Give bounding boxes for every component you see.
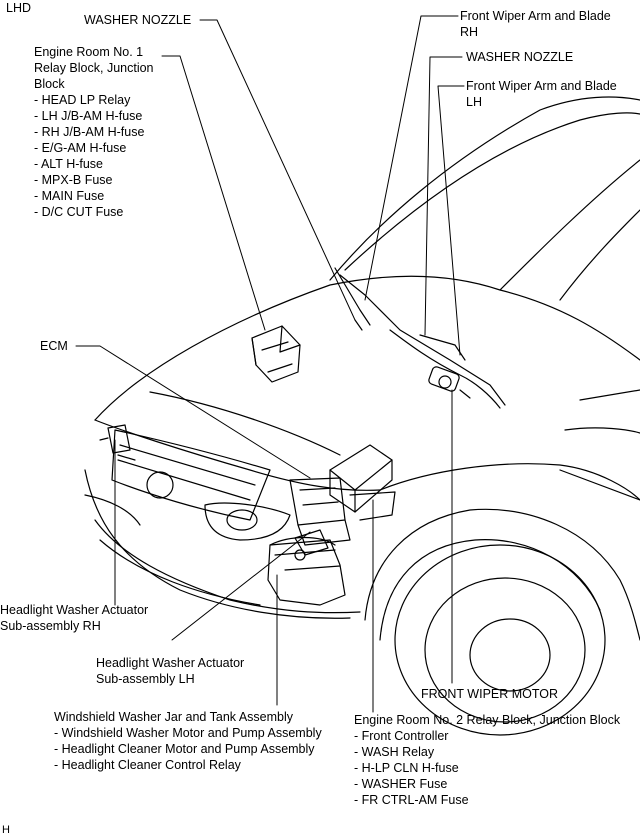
label-wiper-arm-lh: Front Wiper Arm and Blade LH — [466, 78, 617, 110]
label-ecm: ECM — [40, 339, 68, 353]
label-relay-block-2: Engine Room No. 2 Relay Block, Junction … — [354, 712, 620, 808]
label-wiper-arm-lh-line2: LH — [466, 95, 482, 109]
washer-jar-item: - Headlight Cleaner Control Relay — [54, 758, 241, 772]
relay-block-1-item: - MPX-B Fuse — [34, 173, 113, 187]
label-wiper-arm-lh-line1: Front Wiper Arm and Blade — [466, 79, 617, 93]
washer-jar-part — [267, 536, 346, 606]
footer-code: H — [2, 824, 10, 836]
relay-block-2-item: - WASH Relay — [354, 745, 435, 759]
label-headlight-actuator-lh: Headlight Washer Actuator Sub-assembly L… — [96, 655, 244, 687]
label-washer-jar: Windshield Washer Jar and Tank Assembly … — [54, 709, 322, 773]
car-body — [84, 96, 640, 736]
headlight-actuator-rh-line1: Headlight Washer Actuator — [0, 603, 149, 617]
relay-block-1-item: - ALT H-fuse — [34, 157, 104, 171]
headlight-washer-actuators — [99, 424, 329, 556]
relay-block-1-item: - RH J/B-AM H-fuse — [34, 125, 145, 139]
relay-block-1-part — [251, 325, 301, 383]
washer-jar-title: Windshield Washer Jar and Tank Assembly — [54, 710, 293, 724]
leader-lines — [75, 15, 465, 713]
relay-block-1-item: - HEAD LP Relay — [34, 93, 131, 107]
relay-block-2-item: - WASHER Fuse — [354, 777, 448, 791]
label-relay-block-1: Engine Room No. 1 Relay Block, Junction … — [34, 44, 154, 220]
relay-block-1-item: - D/C CUT Fuse — [34, 205, 124, 219]
relay-block-1-title-1: Engine Room No. 1 — [34, 45, 144, 59]
lhd-tag: LHD — [6, 1, 32, 15]
washer-jar-item: - Headlight Cleaner Motor and Pump Assem… — [54, 742, 315, 756]
label-front-wiper-motor: FRONT WIPER MOTOR — [421, 687, 559, 701]
headlight-actuator-lh-line1: Headlight Washer Actuator — [96, 656, 245, 670]
label-wiper-arm-rh-line1: Front Wiper Arm and Blade — [460, 9, 611, 23]
relay-block-1-item: - MAIN Fuse — [34, 189, 105, 203]
label-washer-nozzle-lh: WASHER NOZZLE — [466, 50, 574, 64]
relay-block-1-item: - E/G-AM H-fuse — [34, 141, 127, 155]
wiper-assembly — [334, 267, 506, 409]
relay-block-2-item: - H-LP CLN H-fuse — [354, 761, 459, 775]
headlight-actuator-lh-line2: Sub-assembly LH — [96, 672, 195, 686]
headlight-actuator-rh-line2: Sub-assembly RH — [0, 619, 101, 633]
ecm-part — [289, 444, 396, 546]
washer-jar-item: - Windshield Washer Motor and Pump Assem… — [54, 726, 322, 740]
label-headlight-actuator-rh: Headlight Washer Actuator Sub-assembly R… — [0, 602, 148, 634]
label-wiper-arm-rh-line2: RH — [460, 25, 479, 39]
relay-block-1-title-3: Block — [34, 77, 65, 91]
relay-block-1-item: - LH J/B-AM H-fuse — [34, 109, 143, 123]
relay-block-1-title-2: Relay Block, Junction — [34, 61, 154, 75]
relay-block-2-item: - FR CTRL-AM Fuse — [354, 793, 469, 807]
label-washer-nozzle-rh: WASHER NOZZLE — [84, 13, 192, 27]
label-wiper-arm-rh: Front Wiper Arm and Blade RH — [460, 8, 611, 40]
relay-block-2-title: Engine Room No. 2 Relay Block, Junction … — [354, 713, 621, 727]
relay-block-2-item: - Front Controller — [354, 729, 449, 743]
